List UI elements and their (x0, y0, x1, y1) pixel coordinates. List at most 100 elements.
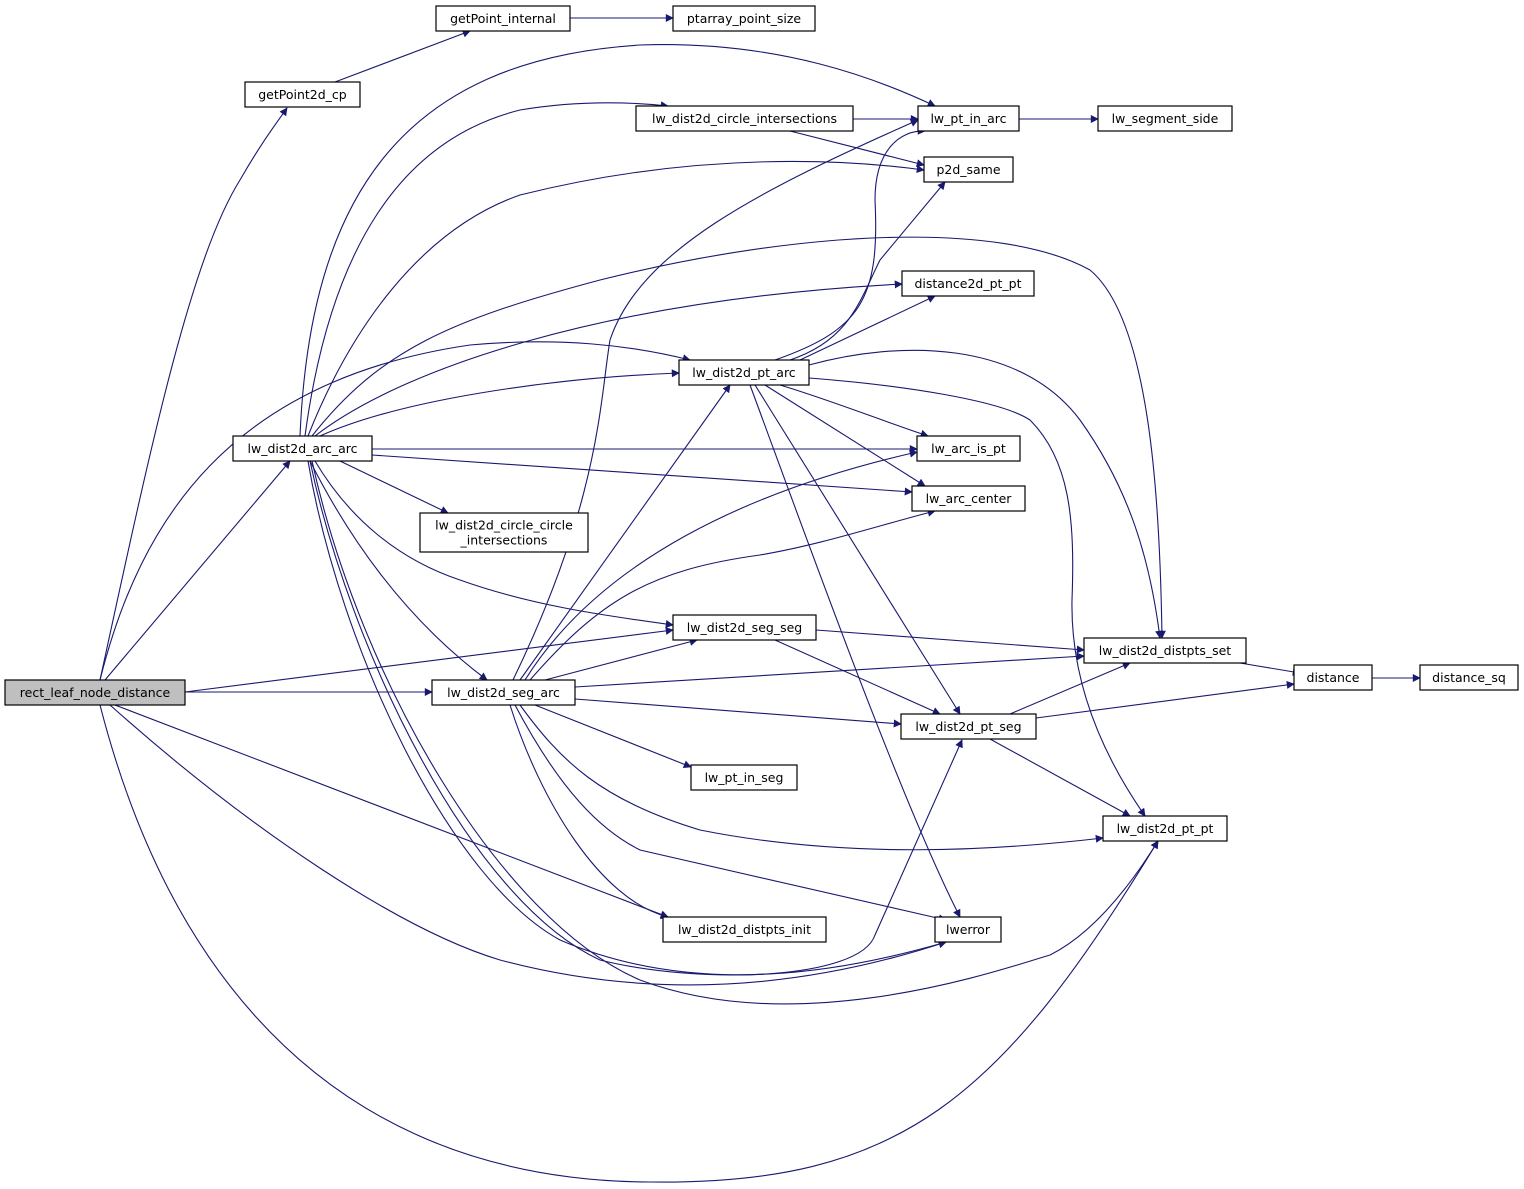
node-lw_segment_side[interactable]: lw_segment_side (1097, 105, 1233, 132)
node-lw_dist2d_arc_arc[interactable]: lw_dist2d_arc_arc (232, 435, 373, 462)
node-label: lw_arc_is_pt (931, 441, 1006, 456)
edge-rect_leaf_node_distance-to-lw_dist2d_arc_arc (104, 460, 291, 681)
node-lw_dist2d_distpts_set[interactable]: lw_dist2d_distpts_set (1083, 637, 1247, 664)
node-label: lw_dist2d_distpts_set (1099, 643, 1232, 658)
node-lw_dist2d_seg_seg[interactable]: lw_dist2d_seg_seg (672, 614, 817, 641)
node-lw_pt_in_arc[interactable]: lw_pt_in_arc (917, 105, 1020, 132)
edge-lw_dist2d_seg_seg-to-lw_dist2d_pt_seg (774, 639, 941, 715)
node-box (672, 5, 816, 32)
edge-lw_dist2d_pt_arc-to-distance2d_pt_pt (799, 295, 936, 361)
edge-lw_dist2d_arc_arc-to-lw_dist2d_circle_circle_intersections (339, 460, 449, 514)
edge-lw_dist2d_arc_arc-to-distance2d_pt_pt (314, 280, 903, 437)
node-box (1293, 664, 1373, 691)
node-box (244, 81, 361, 108)
edge-lw_dist2d_pt_arc-to-lw_dist2d_pt_pt (808, 377, 1146, 817)
edge-lw_dist2d_arc_arc-to-lw_dist2d_seg_arc (309, 460, 488, 681)
edge-lw_dist2d_arc_arc-to-lw_dist2d_distpts_set (311, 236, 1166, 639)
node-lwerror[interactable]: lwerror (934, 916, 1002, 943)
node-label: distance2d_pt_pt (914, 276, 1021, 291)
edge-rect_leaf_node_distance-to-lwerror (109, 704, 947, 986)
edge-lw_dist2d_pt_arc-to-lw_arc_center (764, 384, 926, 487)
node-lw_dist2d_pt_pt[interactable]: lw_dist2d_pt_pt (1102, 815, 1228, 842)
edge-lw_dist2d_seg_arc-to-lw_dist2d_seg_seg (544, 637, 698, 681)
edge-lw_dist2d_arc_arc-to-lwerror (307, 460, 947, 976)
node-lw_dist2d_pt_arc[interactable]: lw_dist2d_pt_arc (678, 359, 810, 386)
node-label: distance (1307, 670, 1360, 685)
edge-lw_dist2d_seg_arc-to-lw_pt_in_seg (534, 704, 692, 769)
node-box (672, 614, 817, 641)
edge-getPoint2d_cp-to-getPoint_internal (334, 29, 471, 83)
edge-lw_dist2d_pt_arc-to-lwerror (749, 384, 961, 918)
node-getPoint2d_cp[interactable]: getPoint2d_cp (244, 81, 361, 108)
node-distance[interactable]: distance (1293, 664, 1373, 691)
node-box (635, 105, 854, 132)
edge-lw_dist2d_seg_arc-to-lw_arc_center (529, 508, 936, 681)
edge-lw_dist2d_pt_arc-to-lw_arc_is_pt (779, 384, 929, 438)
node-label: lwerror (946, 922, 991, 937)
edge-lw_dist2d_seg_arc-to-lw_dist2d_pt_seg (574, 698, 902, 728)
edge-lw_dist2d_pt_seg-to-lw_dist2d_distpts_set (1009, 662, 1131, 715)
edge-lw_dist2d_seg_arc-to-lw_dist2d_distpts_init (509, 704, 669, 920)
node-label: getPoint_internal (450, 11, 556, 26)
node-label: rect_leaf_node_distance (20, 685, 171, 700)
node-label: lw_dist2d_pt_seg (915, 719, 1021, 734)
node-label: p2d_same (936, 162, 1000, 177)
node-box (4, 679, 186, 706)
node-lw_arc_is_pt[interactable]: lw_arc_is_pt (916, 435, 1021, 462)
edge-lw_dist2d_seg_arc-to-lw_arc_is_pt (524, 449, 918, 681)
edge-lw_dist2d_pt_seg-to-distance (1035, 680, 1295, 719)
node-getPoint_internal[interactable]: getPoint_internal (435, 5, 571, 32)
node-label: getPoint2d_cp (258, 87, 347, 102)
node-box (1102, 815, 1228, 842)
node-lw_dist2d_circle_intersections[interactable]: lw_dist2d_circle_intersections (635, 105, 854, 132)
node-box (934, 916, 1002, 943)
edge-lw_dist2d_seg_arc-to-lw_dist2d_distpts_set (574, 652, 1085, 688)
edge-lw_dist2d_arc_arc-to-lw_dist2d_circle_intersections (304, 101, 669, 437)
edge-lw_dist2d_pt_arc-to-p2d_same (789, 181, 946, 361)
edge-lw_dist2d_seg_arc-to-lwerror (514, 704, 947, 923)
node-lw_arc_center[interactable]: lw_arc_center (911, 485, 1026, 512)
node-label: lw_arc_center (926, 491, 1013, 506)
node-lw_dist2d_distpts_init[interactable]: lw_dist2d_distpts_init (662, 916, 827, 943)
edge-lw_dist2d_seg_arc-to-lw_dist2d_pt_pt (519, 704, 1104, 851)
node-label: lw_dist2d_distpts_init (678, 922, 811, 937)
edge-lw_dist2d_arc_arc-to-lw_dist2d_pt_arc (319, 369, 680, 437)
node-label: lw_pt_in_arc (930, 111, 1006, 126)
node-box (690, 764, 798, 791)
node-box (419, 512, 589, 553)
edge-lw_dist2d_seg_arc-to-lw_pt_in_arc (512, 119, 919, 681)
edge-lw_dist2d_pt_seg-to-lw_dist2d_pt_pt (989, 738, 1131, 817)
node-rect_leaf_node_distance[interactable]: rect_leaf_node_distance (4, 679, 186, 706)
node-distance2d_pt_pt[interactable]: distance2d_pt_pt (901, 270, 1035, 297)
node-label: lw_dist2d_pt_pt (1117, 821, 1214, 836)
node-lw_dist2d_pt_seg[interactable]: lw_dist2d_pt_seg (900, 713, 1037, 740)
edge-lw_dist2d_pt_arc-to-lw_dist2d_distpts_set (808, 349, 1164, 639)
edge-lw_dist2d_arc_arc-to-lw_arc_center (371, 454, 913, 496)
node-box (431, 679, 576, 706)
edge-lw_dist2d_arc_arc-to-lw_pt_in_arc (299, 44, 936, 437)
node-label: lw_segment_side (1112, 111, 1219, 126)
edge-lw_dist2d_pt_arc-to-lw_dist2d_pt_seg (754, 384, 961, 715)
edge-lw_dist2d_seg_seg-to-lw_dist2d_distpts_set (815, 629, 1085, 654)
node-lw_dist2d_seg_arc[interactable]: lw_dist2d_seg_arc (431, 679, 576, 706)
node-distance_sq[interactable]: distance_sq (1419, 664, 1519, 691)
node-label: lw_dist2d_pt_arc (692, 365, 796, 380)
edge-rect_leaf_node_distance-to-lw_dist2d_distpts_init (114, 704, 669, 919)
edge-rect_leaf_node_distance-to-lw_dist2d_pt_pt (99, 704, 1159, 1183)
node-box (900, 713, 1037, 740)
node-box (901, 270, 1035, 297)
node-box (923, 156, 1014, 183)
node-box (1083, 637, 1247, 664)
edge-lw_dist2d_arc_arc-to-lw_dist2d_seg_seg (314, 460, 674, 628)
node-ptarray_point_size[interactable]: ptarray_point_size (672, 5, 816, 32)
node-label: lw_dist2d_circle_intersections (652, 111, 837, 126)
node-label: lw_dist2d_seg_arc (447, 685, 560, 700)
node-label: lw_dist2d_circle_circle (435, 518, 573, 533)
node-lw_pt_in_seg[interactable]: lw_pt_in_seg (690, 764, 798, 791)
node-lw_dist2d_circle_circle_intersections[interactable]: lw_dist2d_circle_circle_intersections (419, 512, 589, 553)
node-label: lw_pt_in_seg (705, 770, 784, 785)
edge-rect_leaf_node_distance-to-lw_dist2d_seg_seg (184, 626, 674, 693)
node-box (678, 359, 810, 386)
node-p2d_same[interactable]: p2d_same (923, 156, 1014, 183)
